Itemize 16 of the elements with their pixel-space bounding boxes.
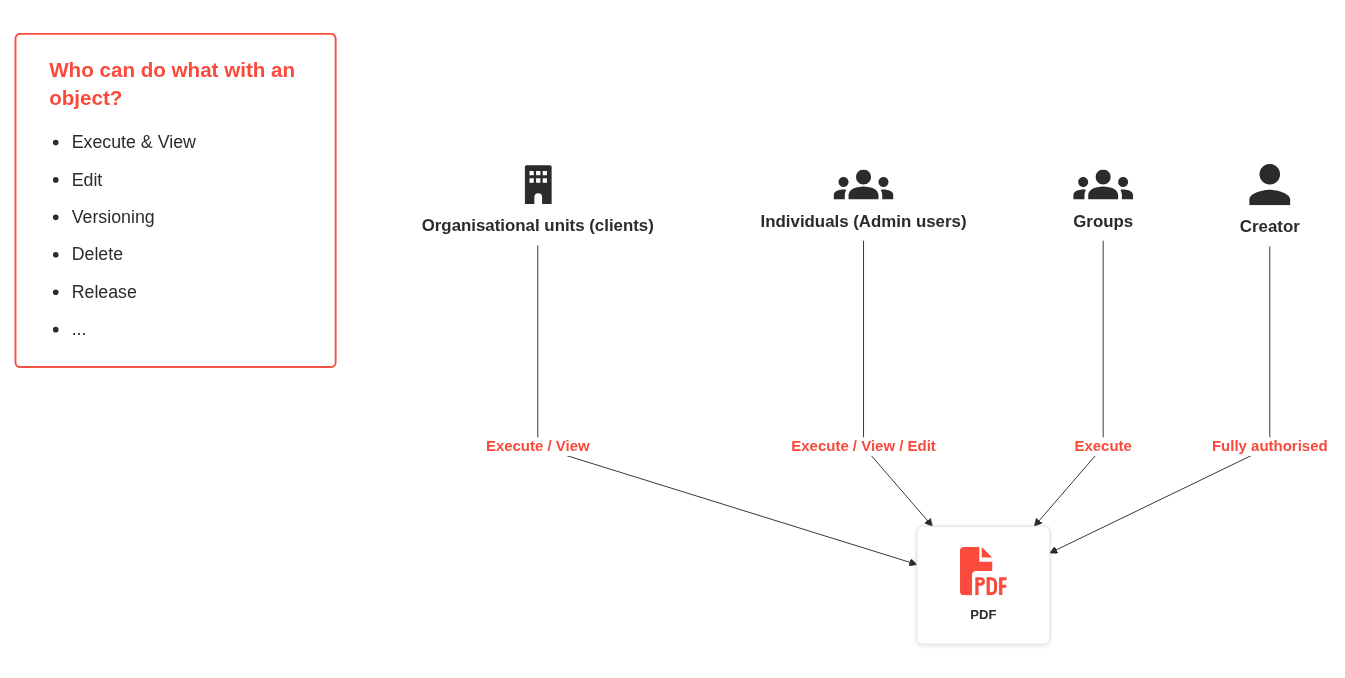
list-item: Versioning	[71, 206, 155, 229]
list-item: ...	[71, 318, 87, 341]
node-label: PDF	[970, 605, 997, 623]
edge-label: Execute / View	[485, 438, 590, 455]
node-label: Organisational units (clients)	[421, 215, 654, 237]
edge-label: Execute / View / Edit	[791, 438, 936, 455]
node-label: Groups	[1073, 210, 1134, 232]
panel-heading: Who can do what with an object?	[49, 57, 297, 112]
edge-label: Execute	[1074, 438, 1132, 455]
edge-label: Fully authorised	[1211, 438, 1328, 455]
node-label: Creator	[1239, 216, 1300, 237]
list-item: Execute & View	[71, 131, 196, 154]
list-item: Edit	[71, 168, 103, 192]
list-item: Delete	[71, 243, 124, 266]
list-item: Release	[71, 280, 137, 304]
node-label: Individuals (Admin users)	[760, 210, 967, 232]
